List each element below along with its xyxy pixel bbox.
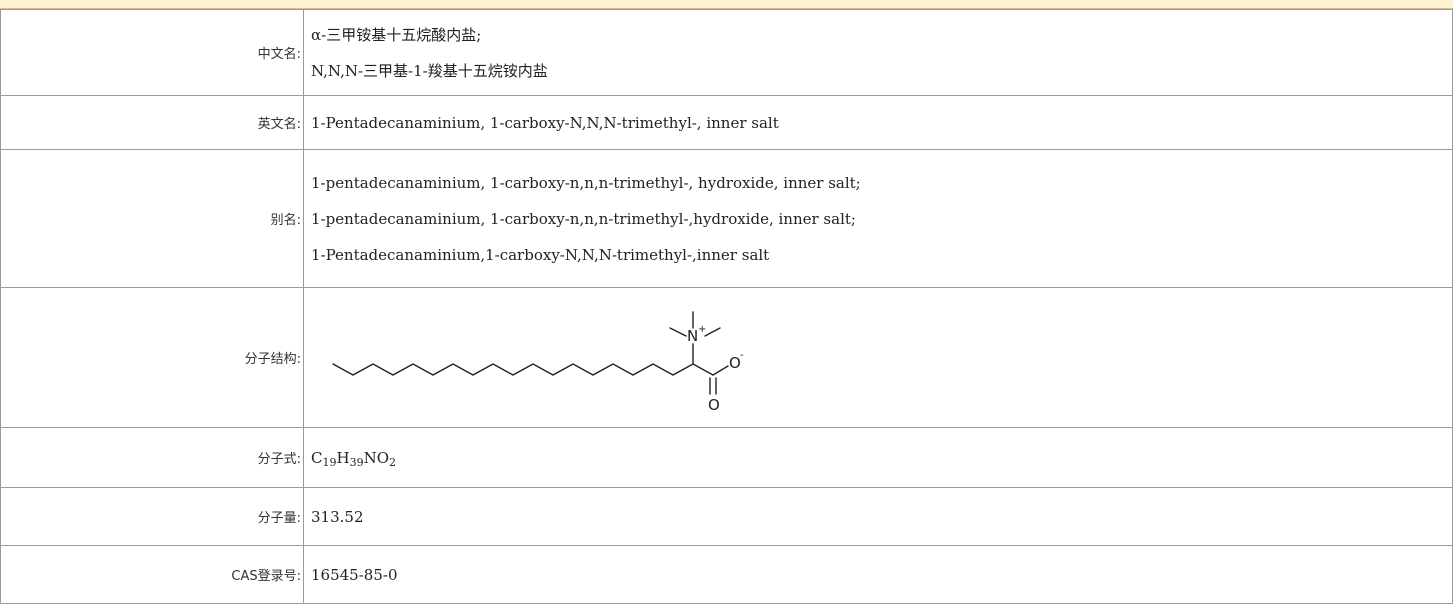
formula-h: H <box>336 448 350 467</box>
row-structure: 分子结构: N + O - O <box>0 287 1453 428</box>
chinese-name-line-2: N,N,N-三甲基-1-羧基十五烷铵内盐 <box>311 61 548 80</box>
charge-o: - <box>740 350 744 361</box>
value-chinese-name: α-三甲铵基十五烷酸内盐; N,N,N-三甲基-1-羧基十五烷铵内盐 <box>303 9 1453 96</box>
charge-n: + <box>698 324 706 335</box>
bond-c-o-minus <box>712 364 729 376</box>
row-english-name: 英文名: 1-Pentadecanaminium, 1-carboxy-N,N,… <box>0 95 1453 150</box>
label-formula: 分子式: <box>0 427 304 488</box>
value-formula: C19H39NO2 <box>303 427 1453 488</box>
alkyl-chain <box>332 362 694 376</box>
label-chinese-name: 中文名: <box>0 9 304 96</box>
atom-o: O <box>708 396 720 414</box>
row-formula: 分子式: C19H39NO2 <box>0 427 1453 488</box>
formula-no: NO <box>363 448 390 467</box>
formula-c: C <box>311 448 323 467</box>
label-cas: CAS登录号: <box>0 545 304 604</box>
bond-n-methyl-right <box>704 326 721 337</box>
atom-o-minus: O <box>729 354 741 372</box>
label-mol-weight: 分子量: <box>0 487 304 546</box>
compound-properties-table: 中文名: α-三甲铵基十五烷酸内盐; N,N,N-三甲基-1-羧基十五烷铵内盐 … <box>0 9 1453 604</box>
alias-line-2: 1-pentadecanaminium, 1-carboxy-n,n,n-tri… <box>311 209 856 228</box>
value-structure: N + O - O <box>303 287 1453 428</box>
label-aliases: 别名: <box>0 149 304 288</box>
atom-n: N <box>687 327 698 345</box>
row-chinese-name: 中文名: α-三甲铵基十五烷酸内盐; N,N,N-三甲基-1-羧基十五烷铵内盐 <box>0 9 1453 96</box>
bond-c-carboxyl <box>692 362 714 376</box>
formula-c-count: 19 <box>322 455 337 469</box>
chinese-name-line-1: α-三甲铵基十五烷酸内盐; <box>311 25 482 44</box>
label-structure: 分子结构: <box>0 287 304 428</box>
value-mol-weight: 313.52 <box>303 487 1453 546</box>
alias-line-3: 1-Pentadecanaminium,1-carboxy-N,N,N-trim… <box>311 245 770 264</box>
value-aliases: 1-pentadecanaminium, 1-carboxy-n,n,n-tri… <box>303 149 1453 288</box>
value-cas: 16545-85-0 <box>303 545 1453 604</box>
formula-h-count: 39 <box>349 455 364 469</box>
row-aliases: 别名: 1-pentadecanaminium, 1-carboxy-n,n,n… <box>0 149 1453 288</box>
row-cas: CAS登录号: 16545-85-0 <box>0 545 1453 604</box>
alias-line-1: 1-pentadecanaminium, 1-carboxy-n,n,n-tri… <box>311 173 861 192</box>
value-english-name: 1-Pentadecanaminium, 1-carboxy-N,N,N-tri… <box>303 95 1453 150</box>
molecular-structure-diagram: N + O - O <box>332 310 744 414</box>
formula-o-count: 2 <box>389 455 397 469</box>
row-mol-weight: 分子量: 313.52 <box>0 487 1453 546</box>
bond-n-methyl-left <box>669 326 687 337</box>
header-band <box>0 0 1453 9</box>
label-english-name: 英文名: <box>0 95 304 150</box>
